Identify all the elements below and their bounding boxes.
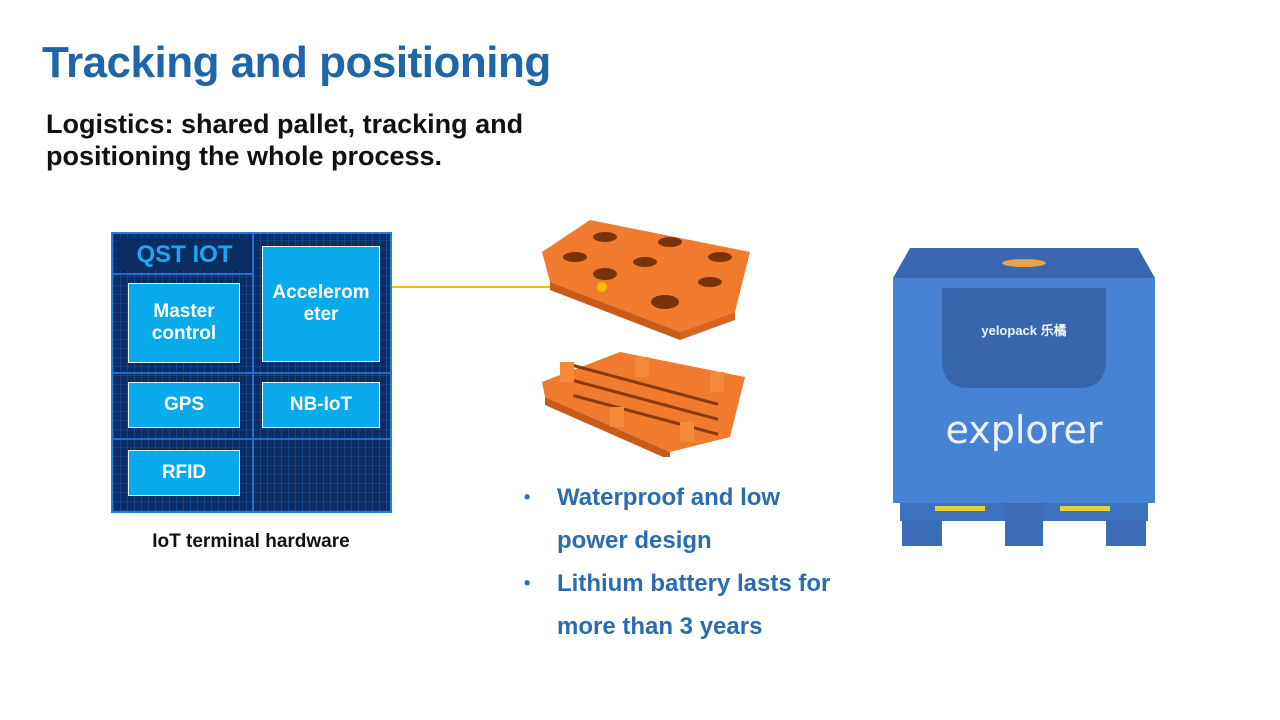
page-title: Tracking and positioning [42, 38, 551, 87]
pallet-images [542, 220, 750, 457]
chip-caption: IoT terminal hardware [152, 531, 350, 552]
pallet-top-image [542, 220, 750, 340]
feature-list: • Waterproof and low power design • Lithiu… [524, 476, 854, 648]
divider [113, 372, 390, 374]
feature-text: Lithium battery lasts for more than 3 ye… [557, 570, 831, 640]
container-brand-logo: yelopack 乐橘 [981, 323, 1067, 338]
feature-item: • Waterproof and low power design [524, 476, 854, 562]
bullet-icon: • [524, 573, 531, 593]
feature-text: Waterproof and low power design [557, 484, 781, 554]
container-image: yelopack 乐橘 explorer [890, 248, 1158, 548]
connector-line [392, 286, 602, 288]
block-accelerometer: Accelerom eter [262, 246, 380, 362]
block-rfid: RFID [128, 450, 240, 496]
container-label: explorer [945, 408, 1103, 452]
feature-item: • Lithium battery lasts for more than 3 y… [524, 562, 854, 648]
subtitle: Logistics: shared pallet, tracking and p… [46, 109, 524, 171]
chip-title: QST IOT [117, 238, 252, 271]
block-master-control: Master control [128, 283, 240, 363]
block-gps: GPS [128, 382, 240, 428]
divider [113, 273, 254, 275]
bullet-icon: • [524, 487, 531, 507]
iot-chip-diagram: QST IOT Master control Accelerom eter GP… [111, 232, 392, 513]
divider [113, 438, 390, 440]
block-nb-iot: NB-IoT [262, 382, 380, 428]
pallet-bottom-image [542, 352, 745, 457]
